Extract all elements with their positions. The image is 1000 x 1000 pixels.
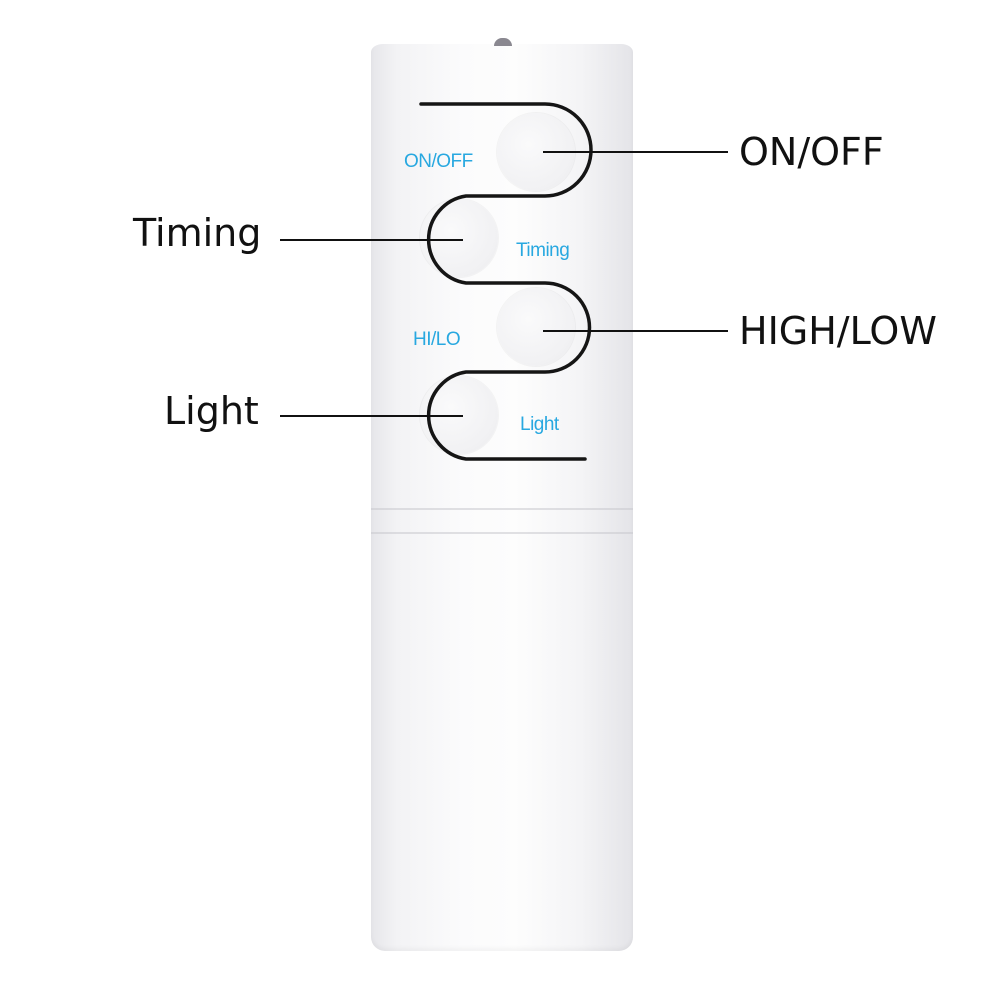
leader-line-on-off — [543, 151, 728, 153]
battery-cover-seam-bottom — [371, 532, 633, 534]
callout-light: Light — [164, 389, 259, 433]
printed-label-hi-lo: HI/LO — [413, 329, 461, 350]
callout-high-low: HIGH/LOW — [739, 309, 937, 353]
timing-button[interactable] — [420, 199, 498, 277]
printed-label-timing: Timing — [516, 240, 570, 261]
battery-cover-seam-top — [371, 508, 633, 510]
callout-timing: Timing — [133, 211, 262, 255]
printed-label-on-off: ON/OFF — [404, 151, 473, 172]
leader-line-timing — [280, 239, 463, 241]
remote-body — [371, 44, 633, 951]
hi-lo-button[interactable] — [497, 288, 575, 366]
indicator-led — [494, 38, 512, 46]
callout-on-off: ON/OFF — [739, 130, 884, 174]
leader-line-high-low — [543, 330, 728, 332]
printed-label-light: Light — [520, 414, 559, 435]
leader-line-light — [280, 415, 463, 417]
